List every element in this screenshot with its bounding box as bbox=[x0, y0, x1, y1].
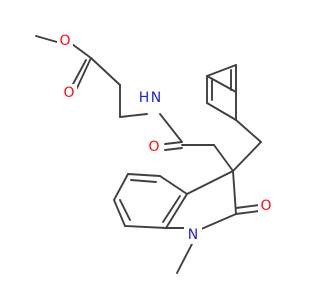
bond-layer bbox=[35, 35, 262, 274]
chemical-structure-diagram: O O H N O O N bbox=[35, 32, 274, 274]
bond-benzo-3 bbox=[113, 199, 126, 227]
atom-label-layer: O O H N O O N bbox=[57, 32, 274, 244]
oxygen-label: O bbox=[260, 198, 271, 214]
bond-o-carbonyl bbox=[71, 43, 92, 59]
bond-phenyl-4 bbox=[206, 102, 237, 121]
bond-benzo-6 bbox=[159, 175, 188, 195]
bond-ester-c-o-double-b bbox=[71, 59, 87, 87]
nitrogen-label: N bbox=[188, 227, 198, 243]
bond-benzo-inner-a bbox=[130, 179, 157, 183]
bond-amide-c-o-a bbox=[164, 141, 183, 145]
bond-n-methyl bbox=[176, 241, 194, 274]
bond-benzo-inner-b bbox=[119, 199, 131, 221]
bond-benzyl-ch2-ring bbox=[235, 119, 262, 143]
bond-ester-chain-1 bbox=[90, 57, 121, 86]
atom-oxygen-ester-carbonyl: O bbox=[61, 84, 77, 102]
bond-chain-to-n bbox=[119, 113, 148, 118]
bond-phenyl-6 bbox=[206, 64, 237, 77]
bond-quaternary-c3a bbox=[186, 170, 234, 195]
bond-amide-c-o-b bbox=[164, 147, 183, 151]
bond-n-amide-c bbox=[159, 113, 183, 143]
bond-ester-c-o-double-a bbox=[76, 57, 92, 89]
atom-nitrogen-amide: H N bbox=[138, 89, 162, 107]
bond-c2-o-a bbox=[235, 210, 260, 215]
bond-ch2-quaternary bbox=[213, 144, 234, 172]
bond-quaternary-c2 bbox=[232, 170, 237, 215]
atom-nitrogen-ring: N bbox=[184, 226, 202, 244]
oxygen-label: O bbox=[148, 139, 159, 155]
bond-benzo-4 bbox=[113, 173, 129, 201]
bond-benzo-5 bbox=[127, 173, 161, 177]
atom-oxygen-lactam: O bbox=[258, 197, 274, 215]
oxygen-label: O bbox=[63, 85, 74, 101]
bond-c2-n bbox=[198, 213, 237, 231]
bond-quaternary-benzyl-ch2 bbox=[232, 141, 262, 172]
atom-oxygen-amide: O bbox=[146, 138, 162, 156]
bond-benzo-1 bbox=[165, 193, 188, 229]
oxygen-label: O bbox=[59, 33, 70, 49]
nitrogen-label: H N bbox=[139, 90, 161, 106]
bond-benzo-inner-c bbox=[162, 195, 181, 223]
atom-oxygen-ester: O bbox=[57, 32, 73, 50]
bond-benzo-2 bbox=[124, 225, 167, 229]
bond-methyl-o bbox=[35, 35, 58, 43]
bond-c2-o-b bbox=[235, 204, 260, 209]
